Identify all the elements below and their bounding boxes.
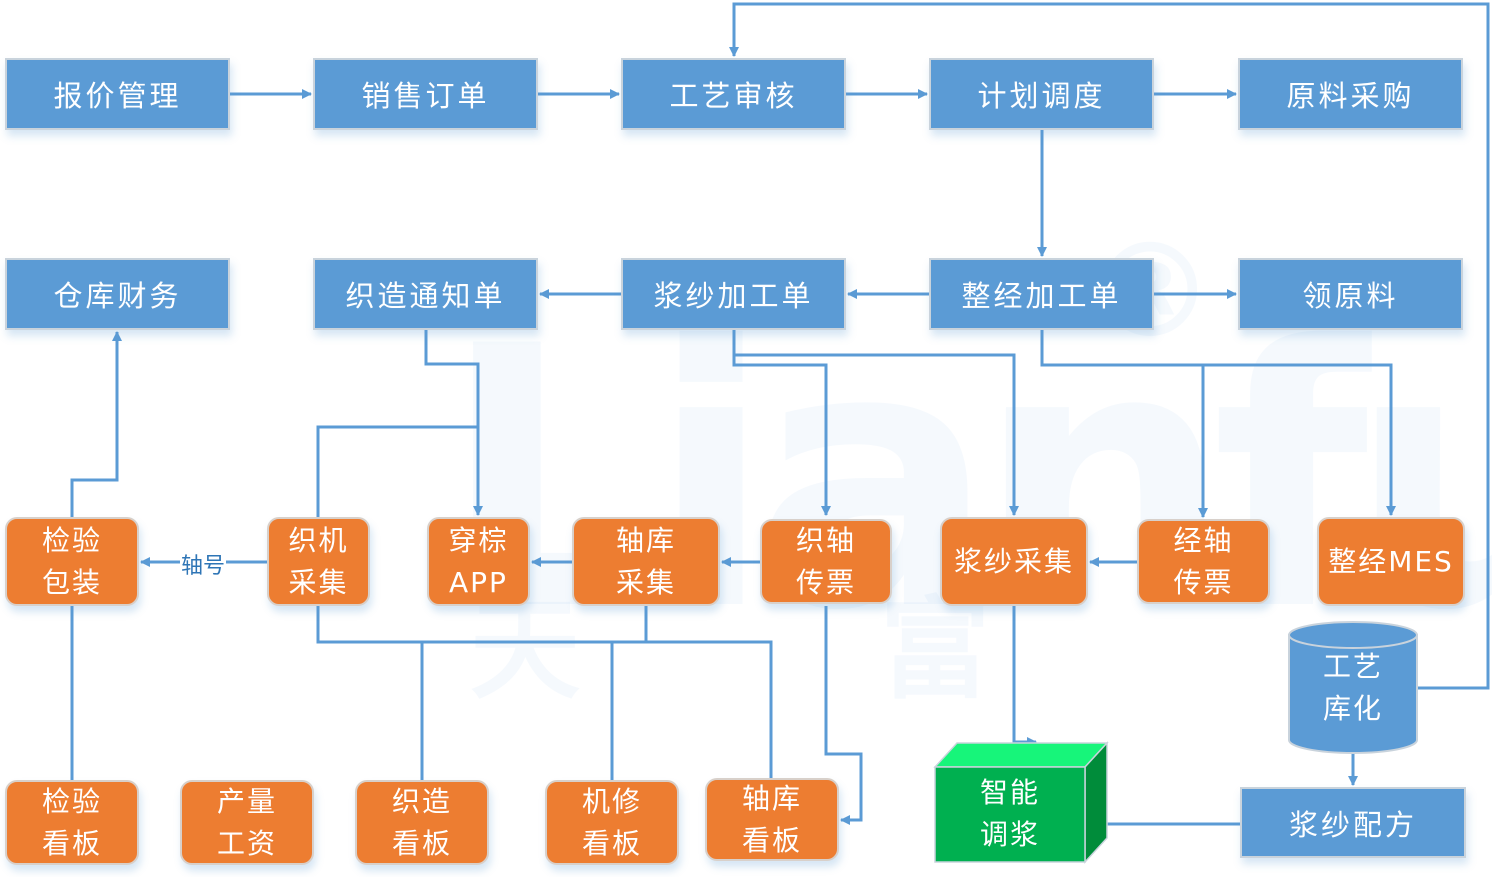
edge-warping-to-warp-ticket	[1040, 330, 1208, 518]
node-sizing-order[interactable]: 浆纱加工单	[621, 258, 846, 330]
smart-sizing-cube[interactable]	[933, 741, 1109, 864]
edge-loom-bus	[316, 606, 773, 778]
node-label: 整经MES	[1328, 544, 1454, 578]
node-label: 销售订单	[361, 79, 490, 113]
edge-label-beam-number: 轴号	[180, 548, 227, 580]
node-label: 浆纱采集	[953, 544, 1074, 578]
node-label: 浆纱配方	[1288, 807, 1417, 842]
node-label: 轴库 看板	[741, 781, 802, 857]
node-label: 产量 工资	[216, 784, 277, 860]
edge-sizing-to-collect	[734, 353, 1019, 516]
node-inspect-board[interactable]: 检验 看板	[5, 780, 139, 865]
edge-library-to-review	[729, 2, 1490, 690]
node-label: 织机 采集	[288, 523, 349, 599]
node-label: 经轴 传票	[1173, 523, 1234, 599]
node-label: 织造 看板	[391, 784, 452, 860]
node-sizing-recipe[interactable]: 浆纱配方	[1240, 787, 1466, 858]
node-label: 机修 看板	[581, 784, 642, 860]
node-inspect-pack[interactable]: 检验 包装	[5, 517, 139, 606]
node-beam-store-board[interactable]: 轴库 看板	[705, 778, 839, 861]
edge-notice-to-app	[424, 330, 483, 516]
node-material-pick[interactable]: 领原料	[1238, 258, 1463, 330]
process-library-cylinder[interactable]	[1288, 621, 1418, 754]
node-label: 领原料	[1302, 279, 1399, 313]
node-label: 穿棕 APP	[448, 523, 509, 599]
node-warehouse-finance[interactable]: 仓库财务	[5, 258, 230, 330]
node-repair-board[interactable]: 机修 看板	[545, 780, 679, 865]
edge-notice-to-loom	[316, 425, 478, 517]
edge-weaveticket-to-board	[824, 606, 863, 825]
node-sizing-collect[interactable]: 浆纱采集	[940, 517, 1088, 606]
node-smart-sizing-label: 智能 调浆	[979, 776, 1040, 851]
node-loom-collect[interactable]: 织机 采集	[267, 517, 370, 606]
node-drawing-in-app[interactable]: 穿棕 APP	[427, 517, 530, 606]
edge-sizingcollect-to-smart	[1012, 606, 1037, 747]
node-label: 轴库 采集	[615, 523, 676, 599]
node-label: 仓库财务	[53, 279, 182, 313]
node-weaving-notice[interactable]: 织造通知单	[313, 258, 538, 330]
node-label: 检验 包装	[41, 523, 102, 599]
node-weave-beam-ticket[interactable]: 织轴 传票	[760, 519, 892, 604]
node-process-review[interactable]: 工艺审核	[621, 58, 846, 130]
node-beam-store-collect[interactable]: 轴库 采集	[572, 517, 720, 606]
node-warp-beam-ticket[interactable]: 经轴 传票	[1137, 519, 1270, 604]
node-sales-order[interactable]: 销售订单	[313, 58, 538, 130]
node-label: 织轴 传票	[795, 523, 856, 599]
node-quote-management[interactable]: 报价管理	[5, 58, 230, 130]
node-label: 织造通知单	[345, 279, 506, 313]
node-weaving-board[interactable]: 织造 看板	[355, 780, 489, 865]
node-label: 原料采购	[1286, 79, 1415, 113]
node-label: 整经加工单	[961, 279, 1122, 313]
node-label: 检验 看板	[41, 784, 102, 860]
node-label: 计划调度	[977, 79, 1106, 113]
node-label: 浆纱加工单	[653, 279, 814, 313]
node-plan-schedule[interactable]: 计划调度	[929, 58, 1154, 130]
node-label: 报价管理	[53, 79, 182, 113]
node-warping-order[interactable]: 整经加工单	[929, 258, 1154, 330]
node-process-library-label: 工艺 库化	[1322, 650, 1383, 725]
node-output-wage[interactable]: 产量 工资	[180, 780, 314, 865]
node-label: 工艺审核	[669, 79, 798, 113]
edge-sizing-to-weave-ticket	[732, 330, 831, 516]
edge-inspect-to-warehouse	[70, 331, 122, 517]
node-warping-mes[interactable]: 整经MES	[1317, 517, 1465, 606]
node-material-purchase[interactable]: 原料采购	[1238, 58, 1463, 130]
edge-warping-to-mes	[1203, 363, 1396, 516]
